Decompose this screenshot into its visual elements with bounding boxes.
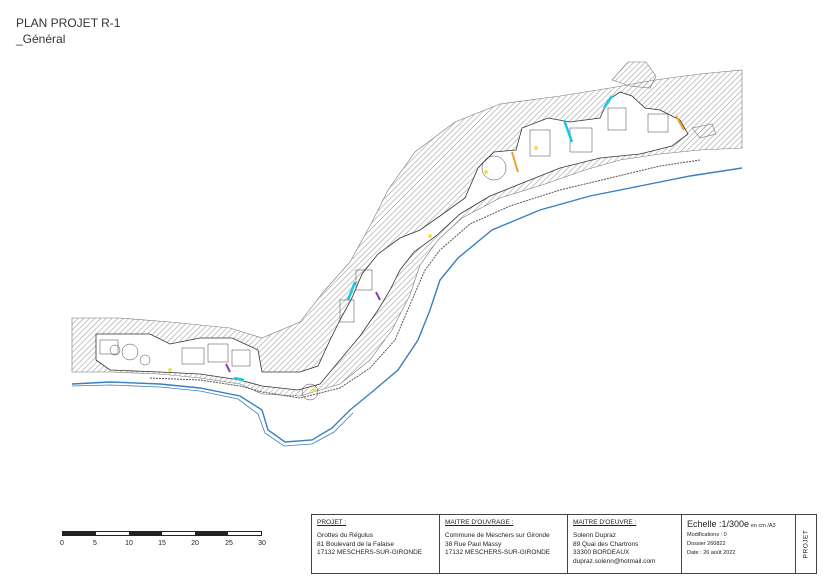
scale-tick: 30: [258, 540, 266, 547]
maitre-ouvrage-line: 17132 MESCHERS-SUR-GIRONDE: [445, 549, 551, 556]
outcrop-right: [691, 123, 717, 139]
plan-subtitle: _Général: [16, 32, 66, 46]
scale-tick: 15: [158, 540, 166, 547]
cyan-wall: [346, 281, 357, 301]
yellow-marker: [428, 234, 432, 238]
site-plan-drawing: [71, 61, 743, 447]
date: Date : 26 août 2022: [687, 550, 736, 556]
orange-wall: [511, 151, 519, 173]
scale-tick: 10: [125, 540, 133, 547]
yellow-marker: [484, 170, 488, 174]
maitre-ouvrage-line: Commune de Meschers sur Gironde: [445, 532, 550, 539]
scale-bar-graphic: [62, 531, 262, 536]
cave-galleries: [95, 91, 689, 391]
projet-line: 81 Boulevard de la Falaise: [317, 540, 394, 548]
scale-tick: 25: [225, 540, 233, 547]
modifications: Modifications : 0: [687, 532, 727, 538]
shoreline-inner: [71, 384, 354, 447]
maitre-oeuvre-heading: MAITRE D'OEUVRE :: [573, 519, 637, 526]
side-label: PROJET: [802, 529, 810, 559]
maitre-oeuvre-line: 89 Quai des Chartrons: [573, 540, 639, 548]
yellow-marker: [168, 368, 172, 372]
scale-tick: 5: [93, 540, 97, 547]
maitre-oeuvre-cell: MAITRE D'OEUVRE : Solenn Dupraz 89 Quai …: [568, 515, 682, 573]
walkway: [149, 159, 701, 399]
echelle-unit: en cm /A3: [750, 523, 776, 529]
accent-markers: [168, 95, 685, 392]
projet-cell: PROJET : Grottes du Régulus 81 Boulevard…: [312, 515, 440, 573]
dossier: Dossier 260822: [687, 541, 726, 547]
scale-bar: 0 5 10 15 20 25 30: [60, 526, 266, 556]
maitre-oeuvre-line: Solenn Dupraz: [573, 532, 616, 539]
maitre-ouvrage-line: 38 Rue Paul Massy: [445, 540, 502, 548]
projet-line: 17132 MESCHERS-SUR-GIRONDE: [317, 549, 423, 556]
outcrop-top: [611, 61, 657, 89]
plan-title: PLAN PROJET R-1: [16, 16, 121, 30]
cyan-wall: [562, 119, 574, 143]
yellow-marker: [534, 146, 538, 150]
maitre-oeuvre-line: 33300 BORDEAUX: [573, 549, 630, 556]
maitre-ouvrage-heading: MAITRE D'OUVRAGE :: [445, 519, 514, 526]
maitre-oeuvre-line: dupraz.solenn@hotmail.com: [573, 557, 656, 565]
scale-tick: 20: [191, 540, 199, 547]
projet-line: Grottes du Régulus: [317, 532, 374, 539]
projet-heading: PROJET :: [317, 519, 347, 526]
echelle-label: Echelle :1/300e: [687, 519, 750, 529]
cyan-wall: [602, 95, 614, 109]
orange-wall: [675, 115, 685, 131]
purple-wall: [375, 291, 381, 301]
maitre-ouvrage-cell: MAITRE D'OUVRAGE : Commune de Meschers s…: [440, 515, 568, 573]
purple-wall: [225, 363, 231, 373]
side-label-cell: PROJET: [796, 515, 816, 573]
echelle-cell: Echelle :1/300e en cm /A3 Modifications …: [682, 515, 796, 573]
title-block: PROJET : Grottes du Régulus 81 Boulevard…: [311, 514, 817, 574]
yellow-marker: [312, 388, 316, 392]
cyan-wall: [233, 376, 245, 382]
shoreline: [71, 167, 743, 443]
room-details: [99, 107, 669, 401]
scale-tick: 0: [60, 540, 64, 547]
